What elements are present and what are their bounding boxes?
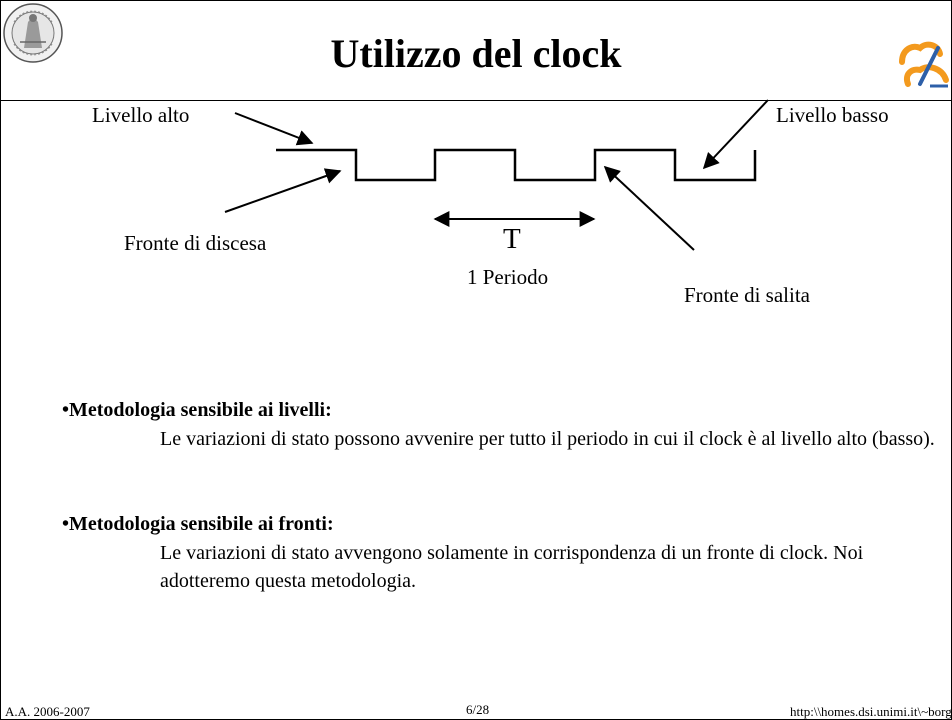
arrow-falling-edge (224, 168, 342, 213)
method-edges-heading: •Metodologia sensibile ai fronti: (62, 513, 334, 535)
clock-waveform (276, 148, 757, 182)
footer-url: http:\\homes.dsi.unimi.it\~borghese (790, 704, 952, 719)
arrow-low-level (702, 99, 769, 170)
slide-title: Utilizzo del clock (330, 31, 622, 76)
label-falling-edge: Fronte di discesa (124, 231, 267, 255)
footer-page-number: 6/28 (466, 702, 490, 717)
header-divider (0, 100, 952, 101)
method-edges-text: Le variazioni di stato avvengono solamen… (160, 542, 864, 592)
method-levels-heading: •Metodologia sensibile ai livelli: (62, 399, 332, 421)
method-levels-text: Le variazioni di stato possono avvenire … (160, 428, 935, 450)
period-symbol: T (503, 223, 521, 255)
footer-academic-year: A.A. 2006-2007 (5, 704, 90, 719)
arrow-high-level (234, 112, 314, 146)
arrow-rising-edge (603, 165, 695, 251)
ais-lab-logo (899, 41, 949, 88)
university-seal-logo (3, 3, 63, 63)
label-rising-edge: Fronte di salita (684, 283, 810, 307)
label-low-level: Livello basso (776, 103, 889, 127)
label-high-level: Livello alto (92, 103, 190, 127)
period-caption: 1 Periodo (467, 265, 549, 289)
